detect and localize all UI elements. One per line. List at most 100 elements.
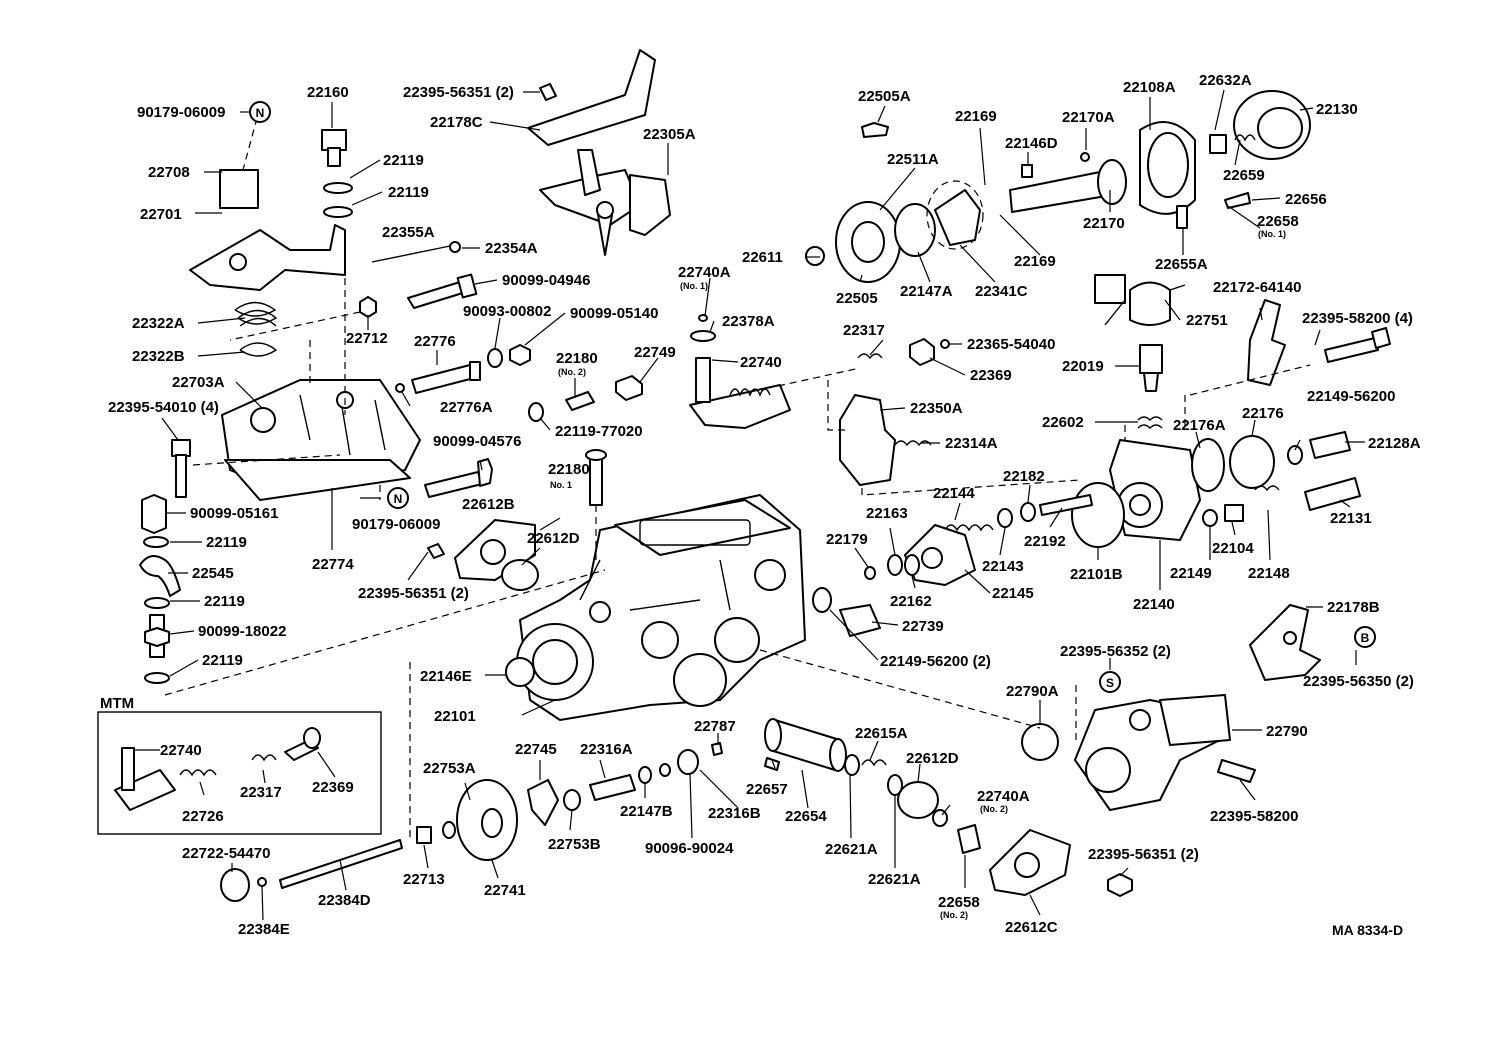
part-label: 22169	[955, 108, 997, 125]
bracket-drawing	[189, 169, 346, 291]
part-label: 90093-00802	[463, 303, 551, 320]
part-label: 90099-05140	[570, 305, 658, 322]
part-label: 22511A	[887, 151, 939, 168]
part-label: 22369	[970, 367, 1012, 384]
cover-22612C-drawing	[897, 781, 1071, 896]
part-label: 22703A	[172, 374, 225, 391]
part-label: 22149	[1170, 565, 1212, 582]
sub-label: (No. 2)	[940, 910, 968, 920]
part-label: 22108A	[1123, 79, 1176, 96]
part-label: 22172-64140	[1213, 279, 1301, 296]
part-label: 22119	[204, 593, 245, 610]
symbol-b: B	[1361, 631, 1370, 645]
part-label: 22317	[843, 322, 885, 339]
part-label: 22612D	[906, 750, 959, 767]
part-label: 22790	[1266, 723, 1308, 740]
part-label: 22395-56351 (2)	[403, 84, 514, 101]
part-label: 22149-56200	[1307, 388, 1395, 405]
part-label: 22740A	[977, 788, 1030, 805]
part-label: 22317	[240, 784, 282, 801]
part-label: 22658	[938, 894, 980, 911]
part-label: 22180	[548, 461, 590, 478]
part-label: 22176	[1242, 405, 1284, 422]
part-label: 22146D	[1005, 135, 1058, 152]
part-label: 22148	[1248, 565, 1290, 582]
part-label: 22740A	[678, 264, 731, 281]
part-label: 90099-18022	[198, 623, 286, 640]
part-label: 22119	[388, 184, 429, 201]
part-label: 22632A	[1199, 72, 1252, 89]
part-label: 22322A	[132, 315, 185, 332]
part-label: 22119	[383, 152, 424, 169]
part-label: 22612D	[527, 530, 580, 547]
governor-lever-drawing	[839, 338, 950, 486]
pump-housing-drawing	[505, 494, 806, 721]
part-label: 22176A	[1173, 417, 1226, 434]
symbol-s: S	[1106, 676, 1114, 690]
lever-22790-drawing	[1021, 694, 1256, 897]
part-label: 22611	[742, 249, 783, 266]
bolt-22395-54010-drawing	[171, 439, 191, 498]
gear-22741-drawing	[220, 742, 723, 902]
symbol-n-bottom: N	[394, 492, 403, 506]
part-label: 22119	[202, 652, 243, 669]
part-label: 90179-06009	[137, 104, 225, 121]
part-label: 22749	[634, 344, 676, 361]
part-label: 22131	[1330, 510, 1372, 527]
left-stack-drawing	[139, 494, 181, 684]
part-label: 22163	[866, 505, 908, 522]
part-label: 22146E	[420, 668, 472, 685]
part-label: 22751	[1186, 312, 1228, 329]
part-label: 22395-58200	[1210, 808, 1298, 825]
part-label: 22101B	[1070, 566, 1123, 583]
part-label: 22505A	[858, 88, 911, 105]
part-label: 22182	[1003, 468, 1045, 485]
part-label: 22602	[1042, 414, 1084, 431]
part-label: 22170	[1083, 215, 1125, 232]
part-label: 22144	[933, 485, 975, 502]
part-label: 22341C	[975, 283, 1028, 300]
small-nuts-drawing	[487, 344, 531, 368]
small-fittings-drawing	[528, 375, 643, 506]
distributor-head-drawing	[1039, 416, 1361, 548]
part-label: 90099-04946	[502, 272, 590, 289]
part-label: 22160	[307, 84, 349, 101]
part-label: 22178C	[430, 114, 483, 131]
part-label: 22654	[785, 808, 827, 825]
governor-cover-drawing	[221, 379, 421, 501]
part-label: 22354A	[485, 240, 538, 257]
part-label: 22722-54470	[182, 845, 270, 862]
bolt-22160-drawing	[321, 129, 353, 218]
part-label: 22369	[312, 779, 354, 796]
part-label: 22395-56352 (2)	[1060, 643, 1171, 660]
part-label: 22776A	[440, 399, 493, 416]
part-label: 22128A	[1368, 435, 1421, 452]
dashed-connectors	[164, 117, 1311, 840]
symbol-markers: N N S B	[249, 101, 1376, 693]
part-label: 22740	[160, 742, 202, 759]
lever-22178B-drawing	[1249, 604, 1321, 681]
part-label: 22178B	[1327, 599, 1380, 616]
part-label: 22130	[1316, 101, 1358, 118]
part-label: 22726	[182, 808, 224, 825]
part-label: 22192	[1024, 533, 1066, 550]
piston-22654-drawing	[764, 718, 903, 796]
part-label: 22615A	[855, 725, 908, 742]
part-label: 90096-90024	[645, 840, 734, 857]
part-label: 22739	[902, 618, 944, 635]
mtm-inset-drawing	[97, 711, 382, 835]
plunger-parts-drawing	[864, 502, 1036, 586]
part-label: 22305A	[643, 126, 696, 143]
part-label: 22708	[148, 164, 190, 181]
part-label: 22322B	[132, 348, 185, 365]
part-label: 22621A	[825, 841, 878, 858]
part-labels: 22160 90179-06009 22119 22119 22708 2270…	[100, 72, 1421, 938]
part-label: 22395-56350 (2)	[1303, 673, 1414, 690]
part-label: 22701	[140, 206, 182, 223]
part-label: 22170A	[1062, 109, 1115, 126]
part-label: 22140	[1133, 596, 1175, 613]
part-label: 22350A	[910, 400, 963, 417]
flange-22612B-drawing	[427, 519, 539, 591]
leader-lines	[135, 89, 1365, 921]
symbol-n-top: N	[256, 106, 265, 120]
